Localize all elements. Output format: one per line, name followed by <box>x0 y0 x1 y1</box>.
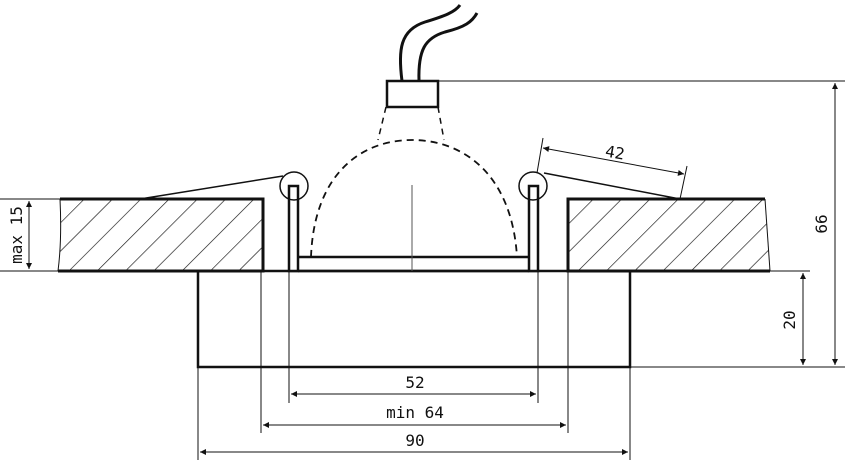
spring-clip-left <box>287 184 300 273</box>
trim-ring <box>196 269 632 369</box>
dim-lamp-diameter: 52 <box>405 373 424 392</box>
dim-cutout-diameter: min 64 <box>386 403 444 422</box>
dim-outer-diameter: 90 <box>405 431 424 450</box>
dim-trim-height: 20 <box>780 310 799 329</box>
connector-block <box>385 79 440 109</box>
clip-hinge-left <box>279 171 309 201</box>
ceiling-left <box>57 197 265 273</box>
wire-1 <box>398 4 462 82</box>
dim-ceiling-thickness: max 15 <box>7 206 26 264</box>
dim-total-height: 66 <box>812 214 831 233</box>
ceiling-right <box>566 197 771 273</box>
dim-clip-length: 42 <box>604 142 626 164</box>
clip-hinge-right <box>518 171 548 201</box>
spring-clip-right <box>527 184 540 273</box>
lamp-bulb <box>310 139 518 258</box>
wire-2 <box>417 12 479 82</box>
